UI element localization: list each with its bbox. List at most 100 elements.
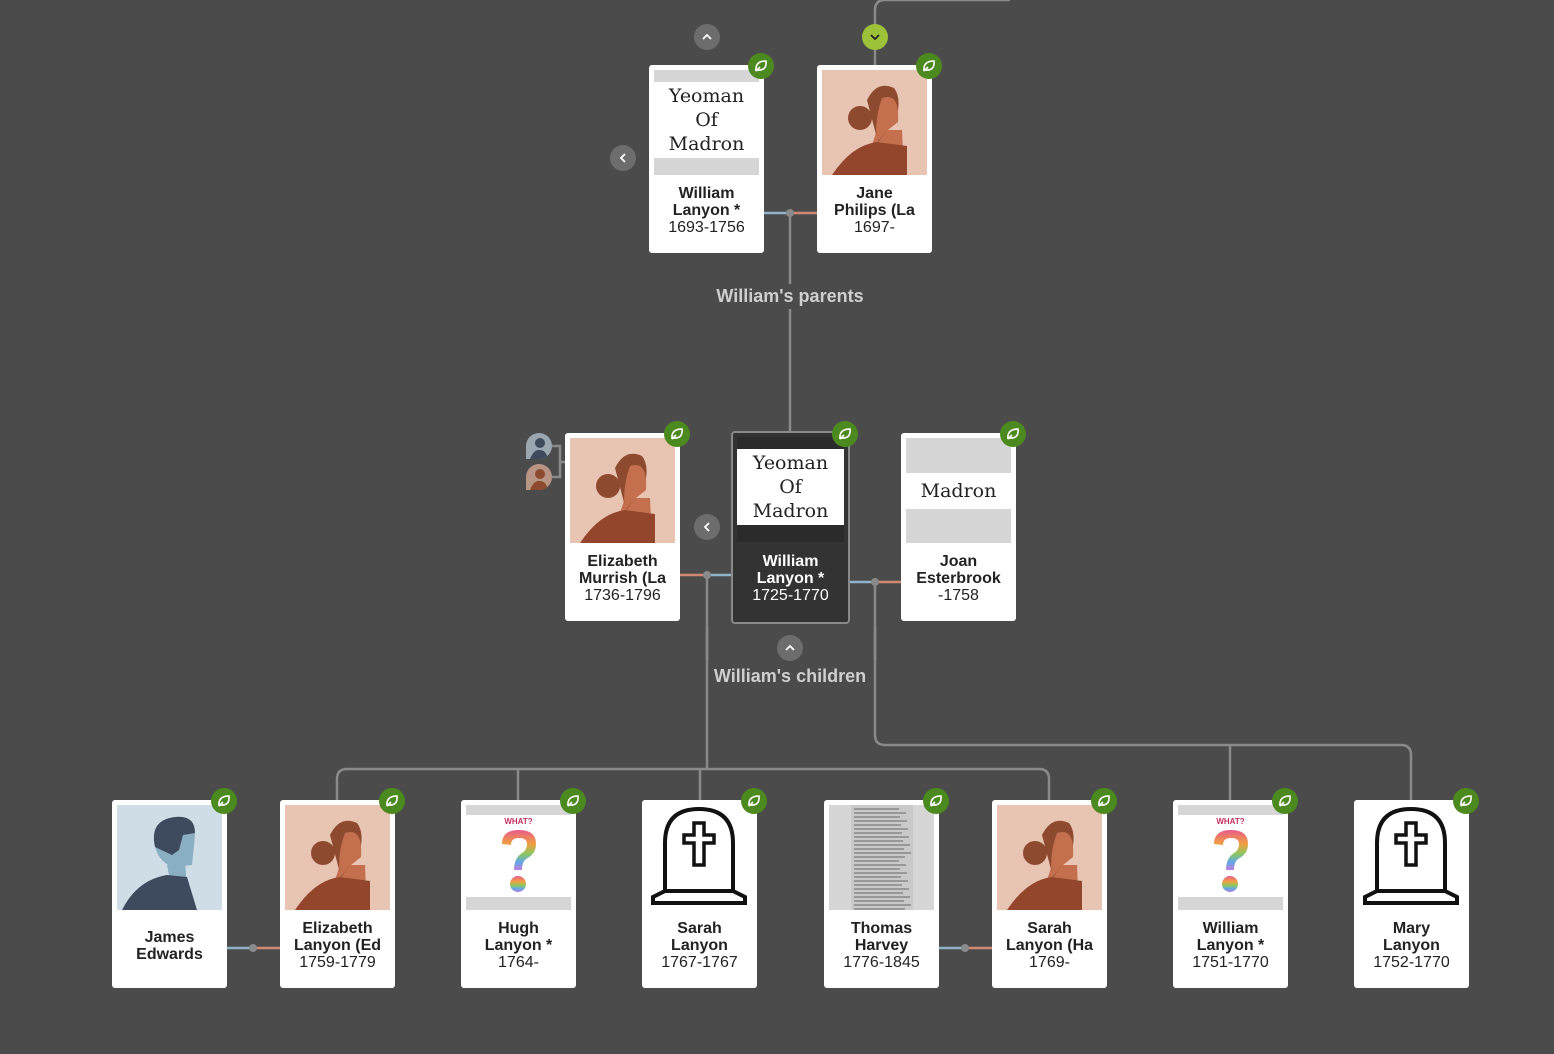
person-card-sarah[interactable]: Sarah Lanyon 1767-1767 [642,788,767,988]
person-dates: 1697- [854,219,895,236]
person-info: Thomas Harvey 1776-1845 [824,920,939,971]
person-name-line: Elizabeth [587,553,658,570]
person-dates: 1736-1796 [584,587,661,604]
person-name-line: Joan [939,553,978,570]
image-text: Yeoman [668,85,745,107]
person-photo [822,70,927,175]
person-name-line: James [144,929,195,946]
leaf-icon [755,60,767,72]
expand-left-button[interactable] [610,145,636,171]
hint-leaf-badge[interactable] [916,53,942,79]
person-name-line: Lanyon (Ha [1005,937,1094,954]
hint-leaf-badge[interactable] [211,788,237,814]
person-card-elizabeth-murrish[interactable]: Elizabeth Murrish (La 1736-1796 [565,421,690,621]
person-name-line: Sarah [677,920,722,937]
person-photo [997,805,1102,910]
person-photo: Madron [906,438,1011,543]
hint-leaf-badge[interactable] [1453,788,1479,814]
question-mark-icon [1214,830,1248,892]
person-name-line: Lanyon [1383,937,1440,954]
question-image: WHAT? [466,815,571,897]
parent-avatar-male[interactable] [526,433,552,459]
hint-leaf-badge[interactable] [923,788,949,814]
person-info: Joan Esterbrook -1758 [901,553,1016,604]
chevron-up-icon [785,644,795,651]
gravestone-icon [1359,805,1464,910]
person-photo: WHAT? [466,805,571,910]
question-mark-icon [502,830,536,892]
person-dates: 1769- [1029,954,1070,971]
person-dates: 1764- [498,954,539,971]
person-info: William Lanyon * 1725-1770 [733,553,848,604]
parents-label: William's parents [714,284,866,309]
hint-leaf-badge[interactable] [1091,788,1117,814]
person-dates: -1758 [938,587,979,604]
hint-leaf-badge[interactable] [748,53,774,79]
image-text: Yeoman [752,452,829,474]
hint-leaf-badge[interactable] [741,788,767,814]
expand-left-button[interactable] [694,514,720,540]
leaf-icon [567,795,579,807]
gravestone-icon [647,805,752,910]
expand-up-button[interactable] [694,24,720,50]
person-name-line: William [762,553,819,570]
person-info: Mary Lanyon 1752-1770 [1354,920,1469,971]
person-card-sarah-ha[interactable]: Sarah Lanyon (Ha 1769- [992,788,1117,988]
leaf-icon [1098,795,1110,807]
person-dates: 1767-1767 [661,954,738,971]
person-card-joan[interactable]: Madron Joan Esterbrook -1758 [901,421,1026,621]
document-scan-icon [829,805,934,910]
image-text: Madron [668,133,745,155]
person-info: William Lanyon * 1751-1770 [1173,920,1288,971]
leaf-icon [1007,428,1019,440]
person-dates: 1693-1756 [668,219,745,236]
person-card-mary[interactable]: Mary Lanyon 1752-1770 [1354,788,1479,988]
person-name-line: Lanyon * [672,202,741,219]
question-image: WHAT? [1178,815,1283,897]
person-photo [1359,805,1464,910]
leaf-icon [1279,795,1291,807]
leaf-icon [671,428,683,440]
collapse-down-button[interactable] [862,24,888,50]
hint-leaf-badge[interactable] [1000,421,1026,447]
person-card-elizabeth-lanyon[interactable]: Elizabeth Lanyon (Ed 1759-1779 [280,788,405,988]
hint-leaf-badge[interactable] [664,421,690,447]
person-card-thomas[interactable]: Thomas Harvey 1776-1845 [824,788,949,988]
leaf-icon [218,795,230,807]
person-card-jane[interactable]: Jane Philips (La 1697- [817,53,942,253]
hint-leaf-badge[interactable] [832,421,858,447]
hint-leaf-badge[interactable] [1272,788,1298,814]
male-silhouette-icon [117,805,222,910]
hint-leaf-badge[interactable] [560,788,586,814]
hint-leaf-badge[interactable] [379,788,405,814]
person-photo [117,805,222,910]
person-info: Sarah Lanyon (Ha 1769- [992,920,1107,971]
female-silhouette-icon [997,805,1102,910]
leaf-icon [386,795,398,807]
chevron-up-icon [702,33,712,40]
chevron-left-icon [619,153,626,163]
leaf-icon [923,60,935,72]
question-image-text: WHAT? [1216,817,1245,826]
person-photo [570,438,675,543]
collapse-up-button[interactable] [777,635,803,661]
person-info: William Lanyon * 1693-1756 [649,185,764,236]
person-info: Elizabeth Murrish (La 1736-1796 [565,553,680,604]
person-dates: 1759-1779 [299,954,376,971]
person-card-william-jr[interactable]: WHAT? William Lanyon * 1751-1770 [1173,788,1298,988]
person-card-james[interactable]: James Edwards [112,788,237,988]
person-name-line: Philips (La [834,202,915,219]
person-dates: 1725-1770 [752,587,829,604]
person-photo [829,805,934,910]
person-photo [285,805,390,910]
person-card-hugh[interactable]: WHAT? Hugh Lanyon * 1764- [461,788,586,988]
person-info: Jane Philips (La 1697- [817,185,932,236]
person-name-line: William [678,185,735,202]
person-name-line: Edwards [136,946,203,963]
parent-avatar-female[interactable] [526,464,552,490]
